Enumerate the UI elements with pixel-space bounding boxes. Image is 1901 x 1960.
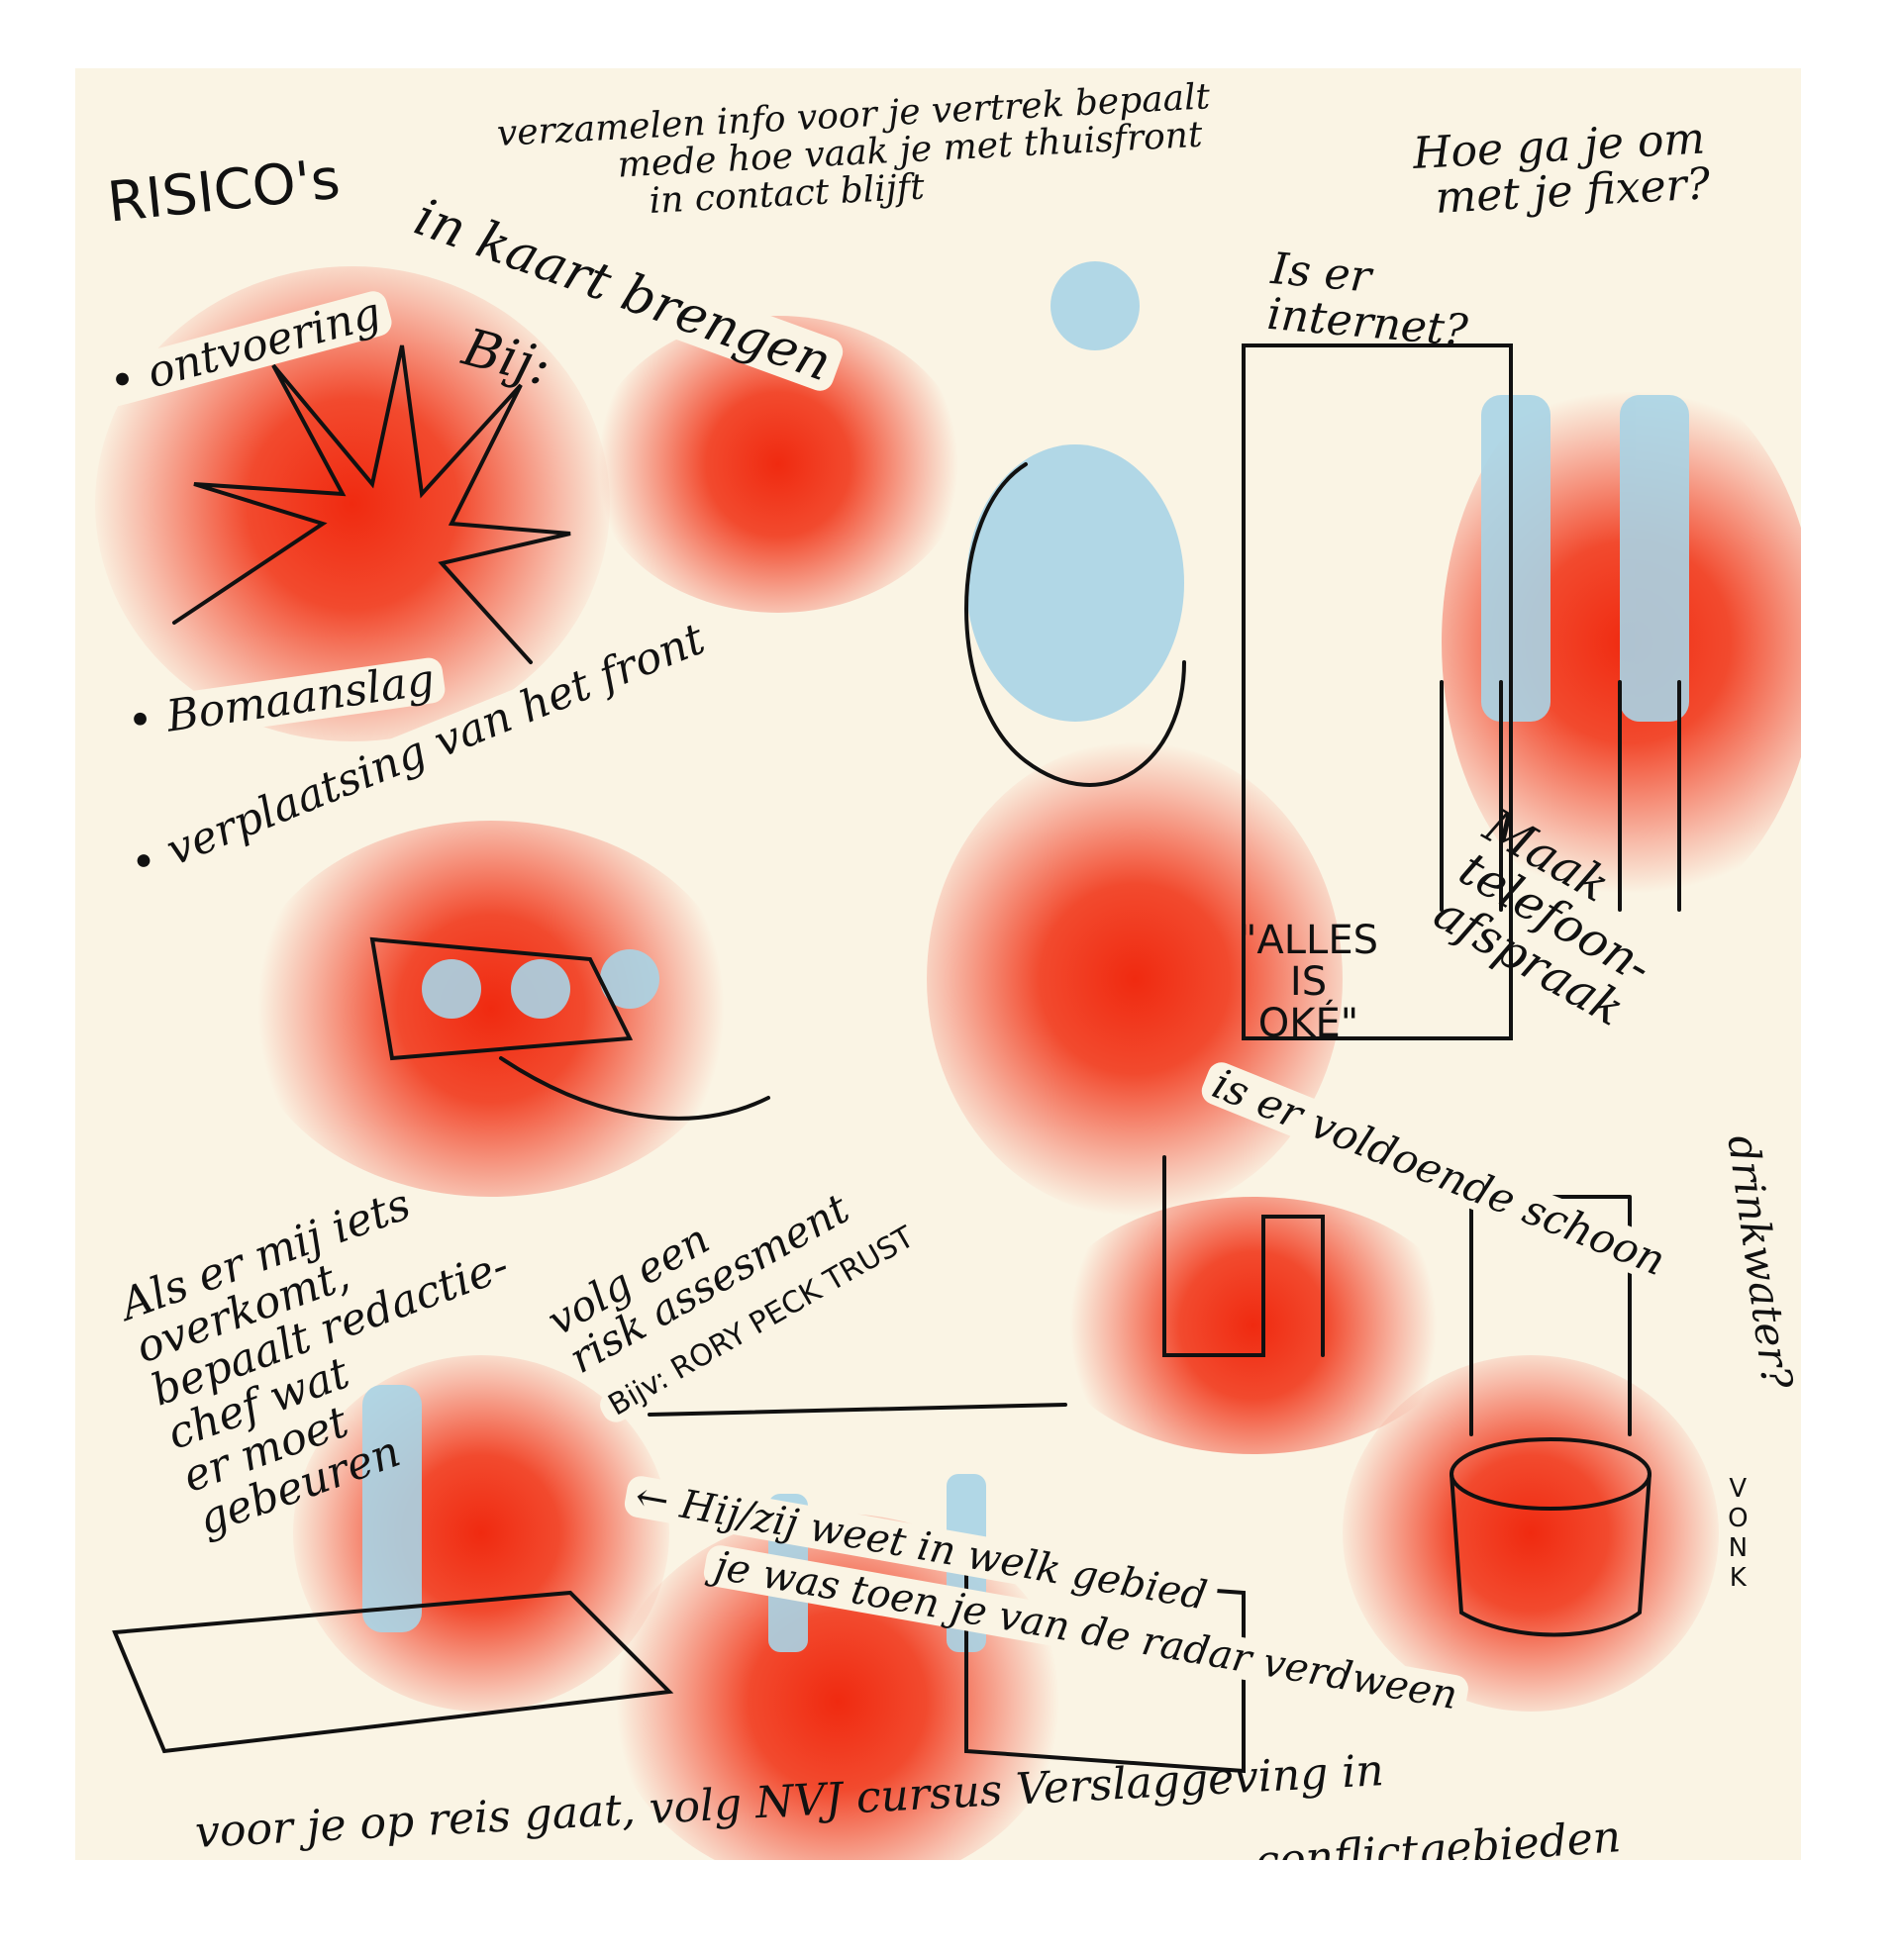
red-blob-ruins (1046, 1197, 1461, 1454)
red-blob-phone (927, 741, 1343, 1217)
red-blob-well (1343, 1355, 1719, 1712)
ok-line: IS (1289, 959, 1328, 1005)
ok-line: "ALLES (1239, 918, 1378, 963)
red-blob-soldiers (244, 821, 739, 1197)
artist-signature: VONK (1723, 1474, 1753, 1593)
alles-is-oke-sign: "ALLES IS OKÉ" (1239, 920, 1378, 1044)
fixer-question: Hoe ga je om met je fixer? (1412, 114, 1712, 224)
line-drawing (112, 261, 1689, 1774)
illustration-panel: RISICO's in kaart brengen Bij: verzamele… (75, 68, 1801, 1860)
internet-question: Is er internet? (1265, 244, 1473, 356)
ok-line: OKÉ" (1257, 1001, 1359, 1046)
